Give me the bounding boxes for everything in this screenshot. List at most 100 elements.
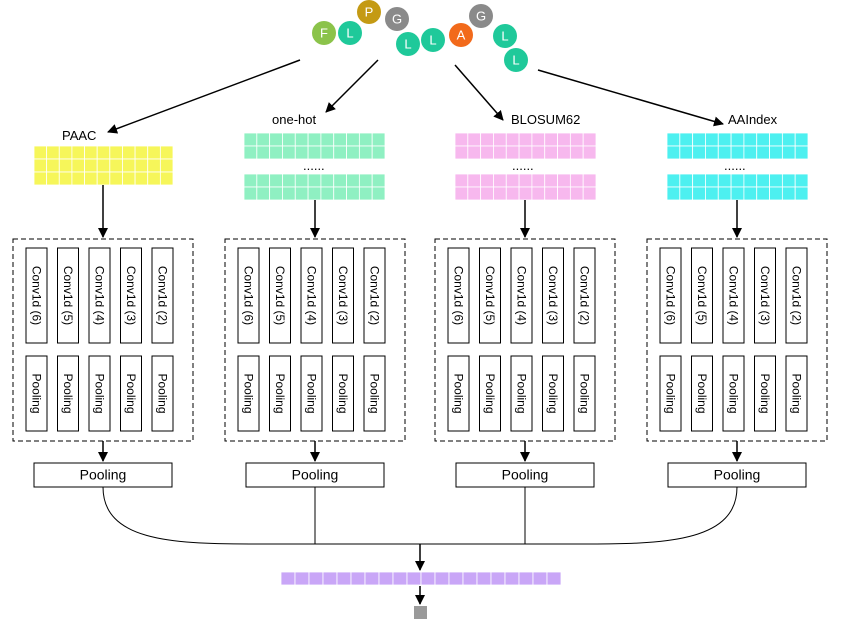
conv1d-label: Conv1d (5): [483, 266, 497, 325]
conv1d-box: [237, 247, 260, 344]
matrix-cell: [493, 132, 507, 147]
residue-circle: [421, 28, 445, 52]
local-pooling-label: Pooling: [452, 373, 466, 413]
conv1d-box: [754, 247, 776, 344]
matrix-cell: [307, 145, 322, 160]
conv1d-label: Conv1d (3): [758, 266, 772, 325]
conv1d-label: Conv1d (2): [578, 266, 592, 325]
matrix-cell: [256, 173, 271, 188]
matrix-cell: [781, 186, 796, 201]
matrix-cell: [582, 132, 597, 147]
matrix-cell: [582, 145, 597, 160]
residue-letter: G: [392, 12, 402, 27]
local-pooling-box: [754, 355, 776, 432]
residue-10: L: [504, 48, 528, 72]
matrix-cell: [71, 158, 85, 173]
local-pooling-label: Pooling: [368, 373, 382, 413]
matrix-cell: [346, 145, 360, 160]
matrix-cell: [71, 145, 85, 160]
concat-cell: [350, 571, 366, 586]
conv1d-box: [57, 247, 79, 344]
matrix-cell: [256, 132, 271, 147]
matrix-cell: [294, 173, 309, 188]
matrix-cell: [666, 132, 681, 147]
local-pooling-box: [269, 355, 291, 432]
matrix-cell: [769, 186, 783, 201]
matrix-cell: [480, 145, 494, 160]
matrix-cell: [109, 171, 123, 186]
residue-6: L: [421, 28, 445, 52]
residue-3: P: [357, 0, 381, 24]
conv1d-box: [691, 247, 713, 344]
concat-cell: [294, 571, 310, 586]
matrix-cell: [467, 132, 482, 147]
matrix-cell: [730, 132, 745, 147]
encoding-label-onehot: one-hot: [272, 112, 316, 127]
matrix-cell: [518, 132, 533, 147]
feature-matrix-4: [666, 132, 809, 201]
matrix-cell: [692, 145, 706, 160]
matrix-cell: [717, 145, 732, 160]
local-pooling-box: [510, 355, 533, 432]
matrix-cell: [33, 145, 48, 160]
matrix-cell: [582, 173, 597, 188]
matrix-cell: [743, 132, 758, 147]
feature-matrix-1: [33, 145, 174, 186]
merge-connectors: [102, 486, 738, 571]
matrix-cell: [794, 173, 809, 188]
matrix-cell: [544, 132, 558, 147]
matrix-cell: [58, 158, 73, 173]
matrix-cell: [96, 158, 111, 173]
global-pooling-box: [667, 462, 807, 488]
local-pooling-label: Pooling: [156, 373, 170, 413]
matrix-cell: [756, 186, 770, 201]
matrix-cell: [243, 132, 258, 147]
matrix-cell: [333, 173, 347, 188]
conv1d-label: Conv1d (4): [727, 266, 741, 325]
encoding-label-aaindex: AAIndex: [728, 112, 778, 127]
concat-cell: [420, 571, 436, 586]
matrix-cell: [531, 173, 546, 188]
local-pooling-box: [151, 355, 174, 432]
matrix-cell: [730, 186, 745, 201]
local-pooling-label: Pooling: [273, 373, 287, 413]
matrix-cell: [480, 186, 494, 201]
matrix-cell: [371, 145, 386, 160]
residue-circle: [312, 21, 336, 45]
local-pooling-box: [447, 355, 470, 432]
matrix-cell: [307, 132, 322, 147]
matrix-cell: [454, 132, 469, 147]
residue-letter: L: [346, 26, 353, 41]
matrix-cell: [467, 186, 482, 201]
matrix-cell: [134, 171, 149, 186]
matrix-cell: [346, 186, 360, 201]
matrix-cell: [333, 145, 347, 160]
matrix-cell: [493, 145, 507, 160]
global-pooling-label: Pooling: [502, 467, 549, 483]
matrix-cell: [71, 171, 85, 186]
residue-letter: G: [476, 9, 486, 24]
concat-cell: [280, 571, 296, 586]
matrix-cell: [454, 186, 469, 201]
local-pooling-label: Pooling: [336, 373, 350, 413]
matrix-cell: [122, 145, 136, 160]
concat-cell: [378, 571, 394, 586]
conv1d-label: Conv1d (2): [790, 266, 804, 325]
local-pooling-label: Pooling: [758, 373, 772, 413]
matrix-cell: [333, 132, 347, 147]
matrix-cell: [582, 186, 597, 201]
matrix-cell: [243, 145, 258, 160]
residue-1: F: [312, 21, 336, 45]
conv1d-box: [269, 247, 291, 344]
concat-cell: [476, 571, 492, 586]
conv1d-label: Conv1d (6): [242, 266, 256, 325]
matrix-cell: [454, 173, 469, 188]
conv1d-box: [88, 247, 111, 344]
conv1d-label: Conv1d (5): [273, 266, 287, 325]
matrix-cell: [84, 158, 98, 173]
local-pooling-box: [332, 355, 354, 432]
matrix-cell: [794, 132, 809, 147]
cnn-branches: Conv1d (6) Pooling Conv1d (5) Pooling Conv1d…: [12, 185, 828, 488]
matrix-cell: [282, 145, 296, 160]
